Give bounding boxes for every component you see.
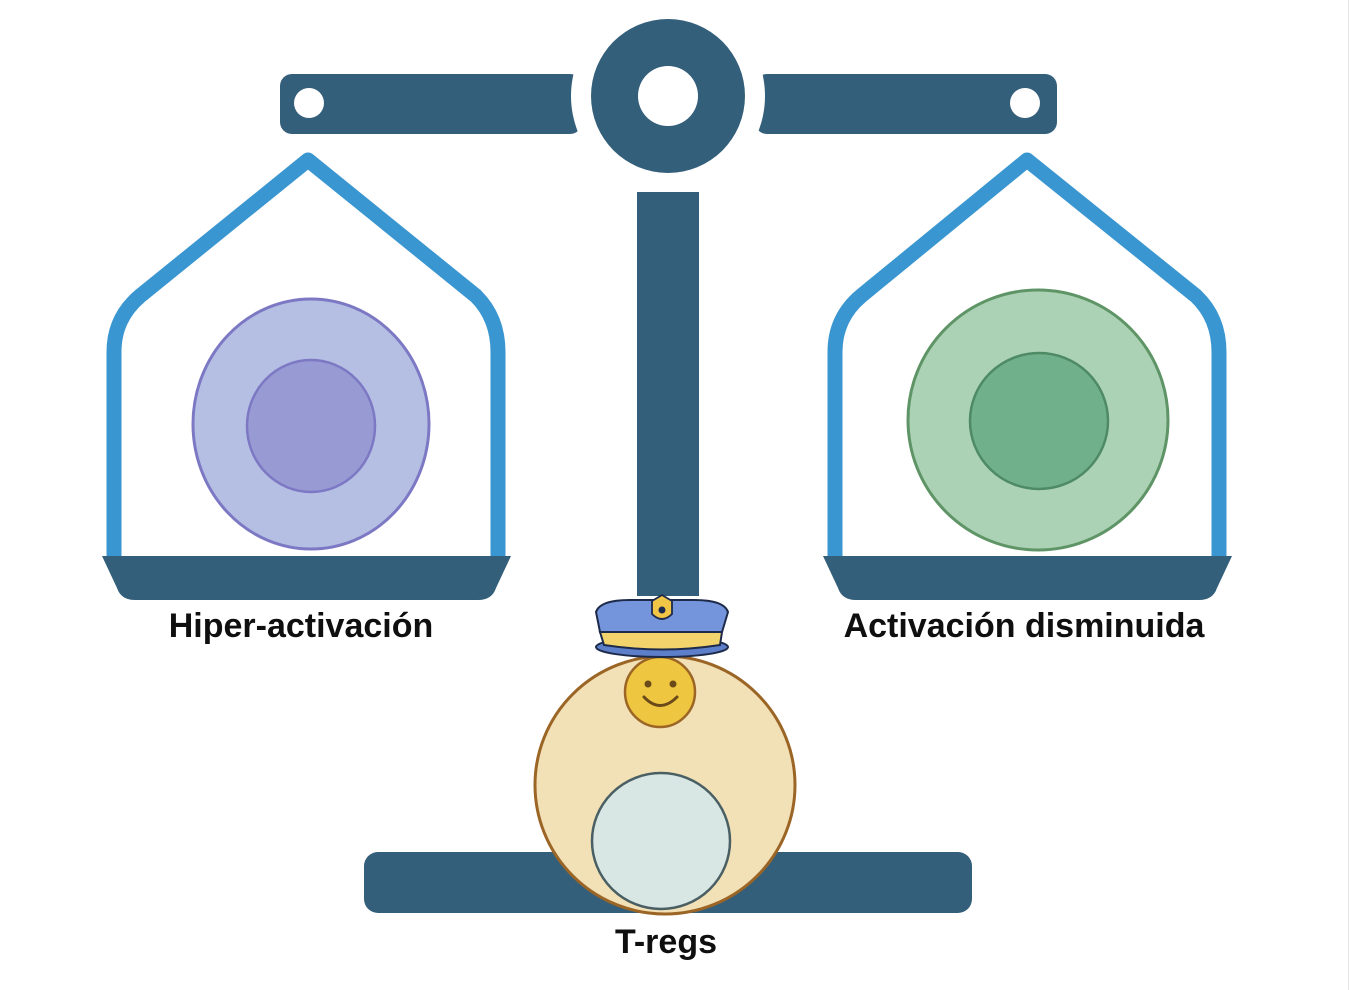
label-hyperactivation: Hiper-activación: [169, 607, 434, 645]
scale-beam-right: [755, 74, 1057, 134]
right-hanger: [827, 152, 1227, 556]
right-cell-nucleus: [968, 351, 1110, 491]
left-cell-nucleus: [245, 358, 377, 494]
left-pan: [102, 152, 511, 600]
police-hat-icon: [594, 593, 730, 658]
treg-nucleus: [590, 771, 732, 911]
scale-beam-left: [280, 74, 582, 134]
pivot-hole: [638, 66, 698, 126]
label-reduced-activation: Activación disminuida: [844, 607, 1206, 645]
scale-pillar: [637, 192, 699, 596]
beam-hole-right: [1010, 88, 1040, 118]
left-hanger: [106, 152, 506, 556]
label-tregs: T-regs: [615, 923, 717, 961]
left-pan-tray: [102, 556, 511, 600]
smiley-face-icon: [623, 655, 697, 729]
treg-cell: [533, 654, 797, 916]
right-pan-tray: [823, 556, 1232, 600]
beam-hole-left: [294, 88, 324, 118]
right-pan: [823, 152, 1232, 600]
